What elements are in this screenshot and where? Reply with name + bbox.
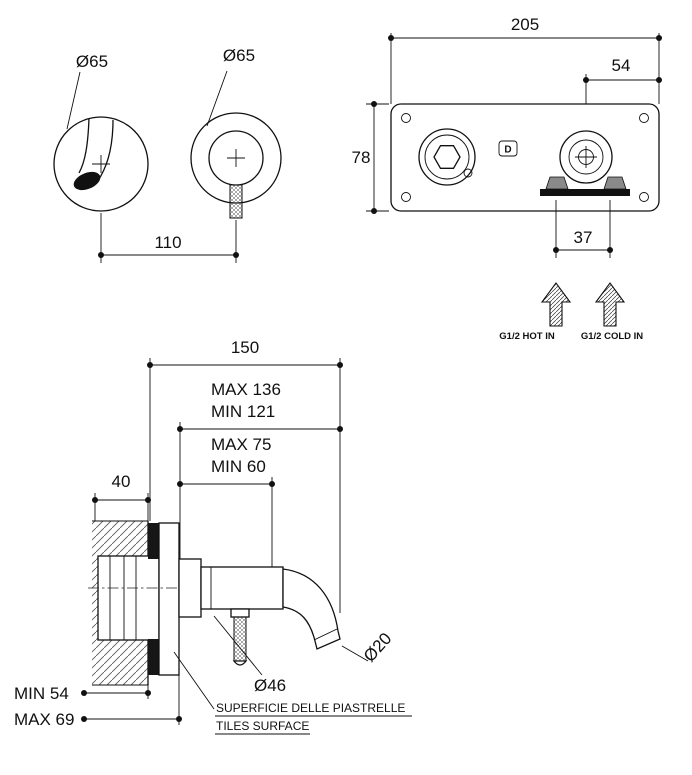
hot-inlet-arrow-icon: [540, 282, 572, 327]
dim-body-range: MAX 75 MIN 60: [177, 435, 275, 568]
front-view: Ø65 Ø65 110: [53, 46, 282, 263]
temperature-handle: [230, 608, 250, 666]
box-width-label: 205: [511, 15, 539, 34]
spout-diameter-label: Ø65: [76, 52, 108, 71]
brand-mark-label: D: [504, 145, 511, 156]
dim-wall-thickness: 40: [92, 472, 151, 521]
spout-body: [200, 566, 284, 610]
bracket-foot: [545, 176, 569, 190]
dim-inlet-spacing: 37: [553, 200, 613, 258]
center-marks: [227, 149, 245, 167]
tile-block: [148, 639, 159, 675]
hot-inlet: G1/2 HOT IN: [499, 282, 572, 342]
cold-inlet: G1/2 COLD IN: [581, 282, 643, 342]
box-outline: [390, 103, 660, 212]
leader-line: [206, 70, 228, 127]
dim-valve-offset: 54: [583, 56, 662, 104]
spout-curve: [282, 568, 341, 650]
corner-screw-hole: [401, 113, 411, 123]
hot-inlet-label: G1/2 HOT IN: [499, 331, 555, 342]
spout-tip-rim: [313, 628, 338, 641]
flange-diameter-label: Ø46: [254, 676, 286, 695]
box-body: [390, 103, 660, 212]
center-marks: [575, 146, 597, 168]
dim-center-distance: 110: [98, 213, 239, 263]
dim-box-width: 205: [388, 15, 662, 104]
spout-reach-label: 150: [231, 338, 259, 357]
box-height-label: 78: [352, 148, 371, 167]
inlet-spacing-label: 37: [574, 228, 593, 247]
tiles-section: [148, 523, 159, 675]
handle-diameter-label: Ø65: [223, 46, 255, 65]
mixer-valve: [418, 128, 476, 186]
dim-spout-tube: Ø20: [341, 629, 396, 666]
valve-offset-label: 54: [612, 56, 631, 75]
leader-line: [213, 615, 263, 676]
wall-thickness-label: 40: [112, 472, 131, 491]
reach-max-label: MAX 136: [211, 380, 281, 399]
side-view: 150 MAX 136 MIN 121 MAX 75 MIN 60 40: [14, 338, 412, 735]
embed-min-label: MIN 54: [14, 684, 69, 703]
corner-screw-hole: [401, 192, 411, 202]
reach-min-label: MIN 121: [211, 402, 275, 421]
spout-escutcheon-circle: [53, 116, 149, 212]
tiles-surface-it-label: SUPERFICIE DELLE PIASTRELLE: [216, 701, 405, 715]
body-min-label: MIN 60: [211, 457, 266, 476]
leader-line: [66, 71, 81, 130]
brand-badge: D: [498, 140, 518, 157]
valve-body-in-wall: [97, 555, 160, 641]
tiles-surface-callout: SUPERFICIE DELLE PIASTRELLE TILES SURFAC…: [173, 651, 412, 735]
escutcheon-plate: [158, 522, 180, 676]
leader-line: [341, 645, 369, 662]
outlet-valve: [540, 130, 630, 196]
center-marks: [92, 155, 110, 173]
spout-tube-diameter-label: Ø20: [360, 629, 396, 666]
dim-embed-min: MIN 54: [14, 684, 151, 703]
cold-inlet-label: G1/2 COLD IN: [581, 331, 643, 342]
tile-block: [148, 523, 159, 559]
leader-line: [173, 651, 215, 710]
bracket-bar: [540, 189, 630, 196]
spout-front-view: Ø65: [53, 52, 149, 212]
spout-assembly: [88, 558, 341, 650]
flange-ring: [178, 558, 202, 618]
handle-collar: [230, 608, 250, 618]
dim-flange: Ø46: [213, 615, 286, 695]
tiles-surface-en-label: TILES SURFACE: [216, 719, 309, 733]
dim-box-height: 78: [352, 101, 389, 214]
body-max-label: MAX 75: [211, 435, 271, 454]
handle-front-view: Ø65: [190, 46, 282, 219]
built-in-box-view: 205 54 78 D: [352, 15, 662, 342]
spout-outlet: [73, 171, 101, 191]
dim-spout-reach: 150: [147, 338, 343, 613]
cold-inlet-arrow-icon: [594, 282, 626, 327]
handle-stick: [229, 184, 243, 219]
dim-reach-range: MAX 136 MIN 121: [177, 380, 343, 560]
handle-tip: [232, 660, 248, 666]
bracket-foot: [603, 176, 627, 190]
handle-knurl: [233, 616, 247, 662]
embed-max-label: MAX 69: [14, 710, 74, 729]
corner-screw-hole: [639, 113, 649, 123]
center-distance-label: 110: [154, 233, 181, 252]
dim-embed-max: MAX 69: [14, 675, 182, 729]
valve-screw: [463, 168, 473, 178]
corner-screw-hole: [639, 192, 649, 202]
hex-socket: [433, 145, 461, 169]
